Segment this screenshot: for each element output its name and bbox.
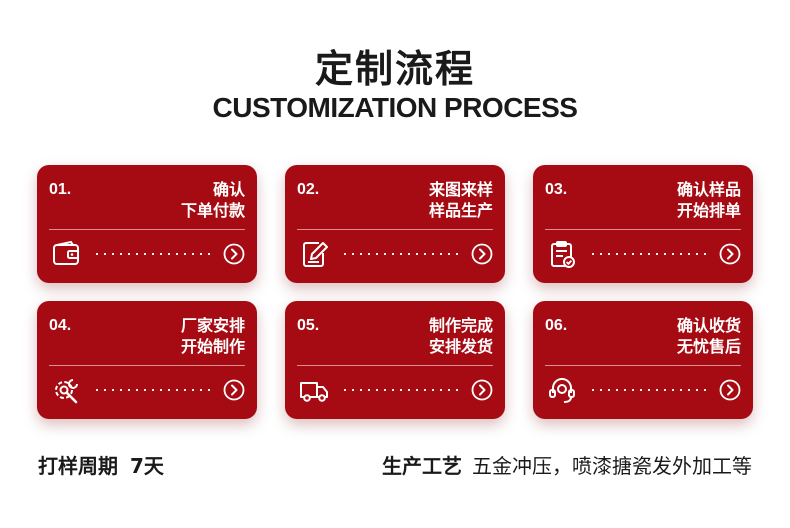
step-card-5[interactable]: 05. 制作完成 安排发货 (285, 301, 505, 419)
production-process: 生产工艺五金冲压，喷漆搪瓷发外加工等 (382, 450, 752, 479)
step-number: 05. (297, 317, 320, 334)
divider (545, 229, 741, 230)
clipboard-check-icon (551, 241, 575, 268)
step-card-3[interactable]: 03. 确认样品 开始排单 (533, 165, 753, 283)
dotted-line (341, 253, 463, 255)
step-card-4[interactable]: 04. 厂家安排 开始制作 (37, 301, 257, 419)
step-label-line1: 确认 (212, 180, 245, 199)
step-label-line1: 确认收货 (676, 316, 741, 335)
step-label: 制作完成 安排发货 (353, 315, 493, 357)
sample-period: 打样周期 7天 (38, 450, 164, 479)
chevron-right-circle-icon[interactable] (223, 379, 245, 401)
production-process-value: 五金冲压，喷漆搪瓷发外加工等 (472, 454, 752, 478)
dotted-line (93, 389, 215, 391)
production-process-label: 生产工艺 (382, 454, 462, 478)
page-subtitle: CUSTOMIZATION PROCESS (212, 92, 578, 123)
step-label-line1: 确认样品 (676, 180, 741, 199)
divider (49, 229, 245, 230)
sample-period-label: 打样周期 (38, 454, 118, 478)
step-label-line2: 开始排单 (676, 201, 741, 220)
step-label-line2: 安排发货 (428, 337, 493, 356)
step-label: 确认 下单付款 (105, 179, 245, 221)
edit-document-icon (303, 242, 328, 267)
step-label-line2: 下单付款 (180, 201, 245, 220)
step-label-line1: 来图来样 (428, 180, 493, 199)
step-label: 来图来样 样品生产 (353, 179, 493, 221)
sample-period-value: 7天 (130, 454, 164, 478)
truck-icon (300, 382, 328, 402)
step-label-line1: 厂家安排 (180, 316, 245, 335)
step-label: 确认收货 无忧售后 (601, 315, 741, 357)
chevron-right-circle-icon[interactable] (719, 243, 741, 265)
divider (297, 365, 493, 366)
wallet-icon (53, 240, 79, 265)
step-label: 厂家安排 开始制作 (105, 315, 245, 357)
step-card-1[interactable]: 01. 确认 下单付款 (37, 165, 257, 283)
headset-support-icon (549, 378, 575, 403)
divider (49, 365, 245, 366)
dotted-line (93, 253, 215, 255)
divider (545, 365, 741, 366)
step-number: 04. (49, 317, 72, 334)
step-card-6[interactable]: 06. 确认收货 无忧售后 (533, 301, 753, 419)
gear-wrench-icon (55, 379, 78, 404)
step-label-line2: 开始制作 (180, 337, 245, 356)
step-number: 02. (297, 181, 320, 198)
step-number: 06. (545, 317, 568, 334)
step-number: 03. (545, 181, 568, 198)
dotted-line (589, 253, 711, 255)
dotted-line (341, 389, 463, 391)
divider (297, 229, 493, 230)
chevron-right-circle-icon[interactable] (471, 379, 493, 401)
chevron-right-circle-icon[interactable] (471, 243, 493, 265)
step-label-line1: 制作完成 (428, 316, 493, 335)
page-title: 定制流程 (314, 47, 475, 91)
step-number: 01. (49, 181, 72, 198)
step-card-2[interactable]: 02. 来图来样 样品生产 (285, 165, 505, 283)
dotted-line (589, 389, 711, 391)
chevron-right-circle-icon[interactable] (719, 379, 741, 401)
step-label-line2: 无忧售后 (676, 337, 741, 356)
chevron-right-circle-icon[interactable] (223, 243, 245, 265)
step-label-line2: 样品生产 (428, 201, 493, 220)
step-label: 确认样品 开始排单 (601, 179, 741, 221)
